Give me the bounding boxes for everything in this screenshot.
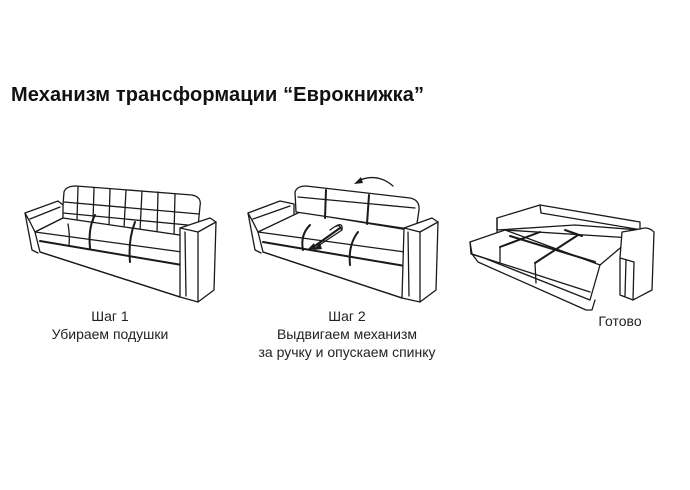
step-2-text-line2: за ручку и опускаем спинку (258, 344, 436, 360)
step-1-label: Шаг 1 (91, 308, 129, 324)
step-2-text-line1: Выдвигаем механизм (276, 326, 418, 342)
step-2-label: Шаг 2 (328, 308, 366, 324)
step-1-caption: Шаг 1 Убираем подушки (30, 307, 190, 343)
tufted-back-grid (62, 186, 200, 237)
page-title: Механизм трансформации “Еврокнижка” (11, 84, 425, 106)
sofa-step-2-illustration (247, 176, 439, 303)
ready-caption: Готово (598, 313, 642, 329)
step-2-caption: Шаг 2 Выдвигаем механизм за ручку и опус… (247, 307, 447, 361)
step-1-text: Убираем подушки (51, 326, 169, 342)
sofa-ready-illustration (469, 204, 655, 311)
sofa-step-1-illustration (24, 185, 217, 303)
